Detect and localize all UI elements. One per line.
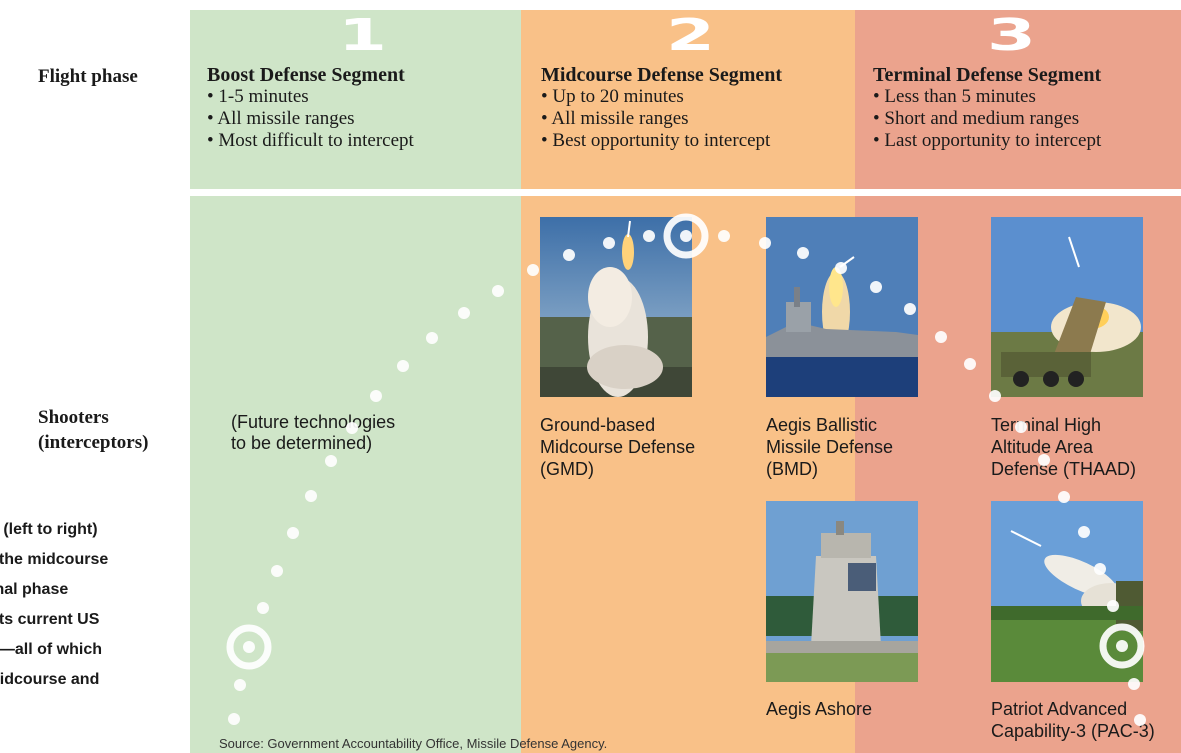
caption-line: Aegis Ashore xyxy=(766,699,873,719)
trajectory-dot xyxy=(492,285,504,297)
trajectory-dot xyxy=(397,360,409,372)
segment-bullet: • Most difficult to intercept xyxy=(207,130,414,151)
trajectory-dot xyxy=(1078,526,1090,538)
launch-target-icon xyxy=(226,624,272,670)
trajectory-dot xyxy=(759,237,771,249)
trajectory-dot xyxy=(1038,454,1050,466)
segment-number-2: 2 xyxy=(666,10,715,61)
trajectory-dot xyxy=(643,230,655,242)
segment-title: Midcourse Defense Segment xyxy=(541,64,783,86)
source-note: Source: Government Accountability Office… xyxy=(219,736,608,751)
shooters-label-line: Shooters xyxy=(38,407,109,428)
caption-line: Patriot Advanced xyxy=(991,699,1128,719)
side-text-line: cts current US xyxy=(0,611,100,628)
row-divider xyxy=(190,189,1181,196)
trajectory-dot xyxy=(234,679,246,691)
segment-bullet: • All missile ranges xyxy=(541,108,689,129)
trajectory-dot xyxy=(904,303,916,315)
trajectory-dot xyxy=(228,713,240,725)
caption-line: Midcourse Defense xyxy=(540,437,696,457)
segment-title: Terminal Defense Segment xyxy=(873,64,1102,86)
segment-bullet: • Up to 20 minutes xyxy=(541,86,684,107)
trajectory-dot xyxy=(257,602,269,614)
apogee-target-icon xyxy=(663,213,709,259)
trajectory-dot xyxy=(603,237,615,249)
caption-line: Ground-based xyxy=(540,415,656,435)
boost-segment: Boost Defense Segment • 1-5 minutes • Al… xyxy=(207,64,414,152)
segment-number-3: 3 xyxy=(987,10,1036,61)
trajectory-dot xyxy=(370,390,382,402)
segment-bullet: • Short and medium ranges xyxy=(873,108,1080,129)
trajectory-dot xyxy=(458,307,470,319)
flight-phase-label: Flight phase xyxy=(38,66,138,87)
segment-number-1: 1 xyxy=(338,10,387,61)
trajectory-dot xyxy=(835,262,847,274)
segment-bullet: • Less than 5 minutes xyxy=(873,86,1036,107)
caption-line: Defense (THAAD) xyxy=(991,459,1137,479)
trajectory-dot xyxy=(870,281,882,293)
ashore-caption: Aegis Ashore xyxy=(766,698,872,720)
caption-line: Missile Defense xyxy=(766,437,894,457)
future-note-line: to be determined) xyxy=(231,433,373,453)
trajectory-dot xyxy=(989,390,1001,402)
trajectory-dot xyxy=(305,490,317,502)
trajectory-dot xyxy=(797,247,809,259)
aegis-ashore-photo xyxy=(766,501,918,682)
pac3-caption: Patriot Advanced Capability-3 (PAC-3) xyxy=(991,698,1155,742)
bmd-ship-photo xyxy=(766,217,918,397)
caption-line: Altitude Area xyxy=(991,437,1094,457)
trajectory-dot xyxy=(563,249,575,261)
trajectory-dot xyxy=(1094,563,1106,575)
side-text: y (left to right) , the midcourse inal p… xyxy=(0,515,188,695)
trajectory-dot xyxy=(1134,714,1146,726)
caption-line: (GMD) xyxy=(540,459,594,479)
side-text-line: nidcourse and xyxy=(0,671,100,688)
trajectory-dot xyxy=(287,527,299,539)
trajectory-dot xyxy=(271,565,283,577)
trajectory-dot xyxy=(964,358,976,370)
trajectory-dot xyxy=(527,264,539,276)
caption-line: Aegis Ballistic xyxy=(766,415,878,435)
trajectory-dot xyxy=(718,230,730,242)
side-text-line: inal phase xyxy=(0,581,69,598)
caption-line: (BMD) xyxy=(766,459,818,479)
trajectory-dot xyxy=(1128,678,1140,690)
trajectory-dot xyxy=(935,331,947,343)
gmd-caption: Ground-based Midcourse Defense (GMD) xyxy=(540,414,695,480)
shooters-label: Shooters (interceptors) xyxy=(38,405,148,455)
segment-bullet: • All missile ranges xyxy=(207,108,355,129)
side-text-line: , the midcourse xyxy=(0,551,109,568)
segment-title: Boost Defense Segment xyxy=(207,64,405,86)
caption-line: Capability-3 (PAC-3) xyxy=(991,721,1155,741)
segment-bullet: • 1-5 minutes xyxy=(207,86,309,107)
gmd-launch-photo xyxy=(540,217,692,397)
side-text-line: s—all of which xyxy=(0,641,103,658)
impact-target-icon xyxy=(1099,623,1145,669)
thaad-launcher-photo xyxy=(991,217,1143,397)
shooters-label-line: (interceptors) xyxy=(38,432,149,453)
trajectory-dot xyxy=(325,455,337,467)
side-text-line: y (left to right) xyxy=(0,521,98,538)
bmd-caption: Aegis Ballistic Missile Defense (BMD) xyxy=(766,414,893,480)
trajectory-dot xyxy=(426,332,438,344)
segment-bullet: • Best opportunity to intercept xyxy=(541,130,771,151)
trajectory-dot xyxy=(1058,491,1070,503)
midcourse-segment: Midcourse Defense Segment • Up to 20 min… xyxy=(541,64,782,152)
terminal-segment: Terminal Defense Segment • Less than 5 m… xyxy=(873,64,1101,152)
trajectory-dot xyxy=(1107,600,1119,612)
segment-bullet: • Last opportunity to intercept xyxy=(873,130,1102,151)
trajectory-dot xyxy=(346,422,358,434)
trajectory-dot xyxy=(1015,421,1027,433)
